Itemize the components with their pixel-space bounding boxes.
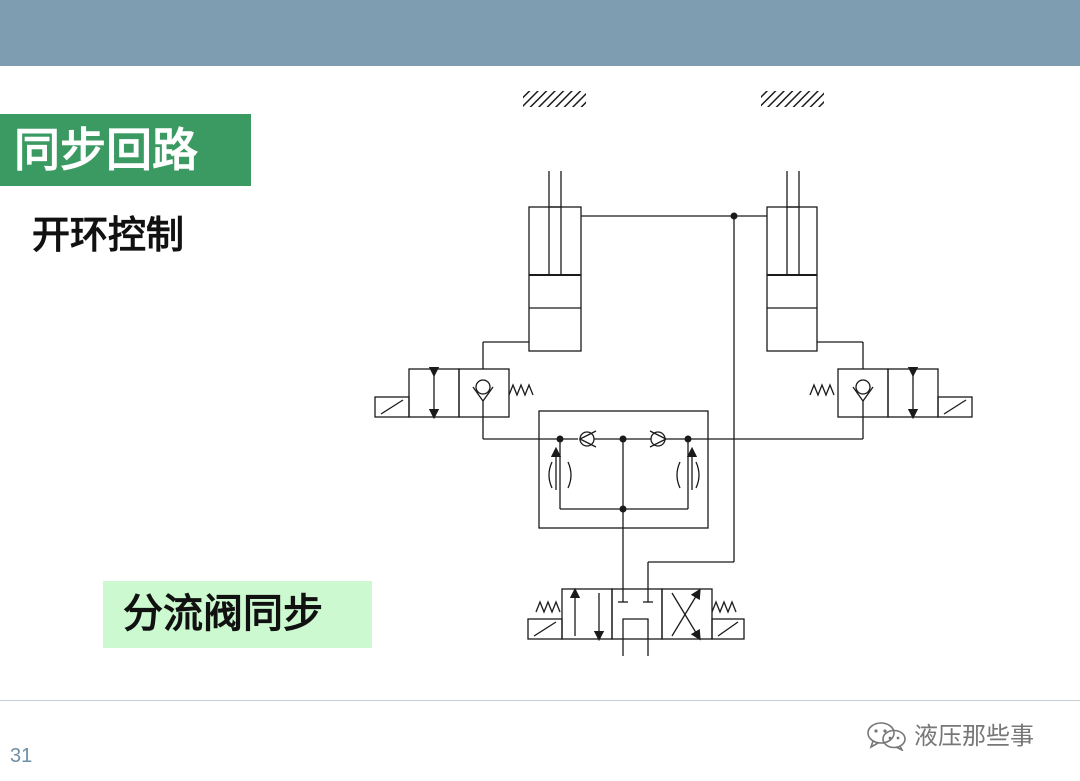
slide-subtitle: 开环控制 — [32, 212, 185, 257]
left-directional-valve — [374, 366, 534, 420]
main-valve-right-spring — [711, 600, 737, 614]
left-cylinder — [528, 171, 582, 352]
ground-anchor-right — [761, 91, 824, 107]
left-valve-spring — [508, 383, 534, 397]
watermark-text: 液压那些事 — [914, 722, 1034, 750]
slide-title: 同步回路 — [14, 123, 198, 177]
main-valve-left-solenoid — [527, 618, 563, 640]
right-throttle — [676, 461, 700, 489]
footer-divider — [0, 700, 1080, 701]
ground-anchor-left — [523, 91, 586, 107]
title-banner: 同步回路 — [0, 114, 251, 186]
main-directional-valve — [527, 587, 745, 656]
flow-divider-valve — [538, 410, 709, 589]
right-valve-spring — [809, 383, 835, 397]
right-directional-valve — [809, 366, 973, 420]
watermark: 液压那些事 — [866, 719, 1034, 753]
hydraulic-circuit-diagram — [374, 91, 973, 656]
wechat-icon — [867, 722, 906, 751]
right-valve-solenoid — [937, 396, 973, 418]
left-throttle — [548, 461, 572, 489]
header-band — [0, 0, 1080, 66]
right-cylinder — [766, 171, 818, 352]
main-valve-right-solenoid — [711, 618, 745, 640]
diagram-label-box: 分流阀同步 — [103, 581, 372, 648]
page-number: 31 — [10, 745, 33, 767]
left-valve-solenoid — [374, 396, 410, 418]
main-valve-left-spring — [535, 600, 561, 614]
diagram-label: 分流阀同步 — [123, 590, 323, 637]
